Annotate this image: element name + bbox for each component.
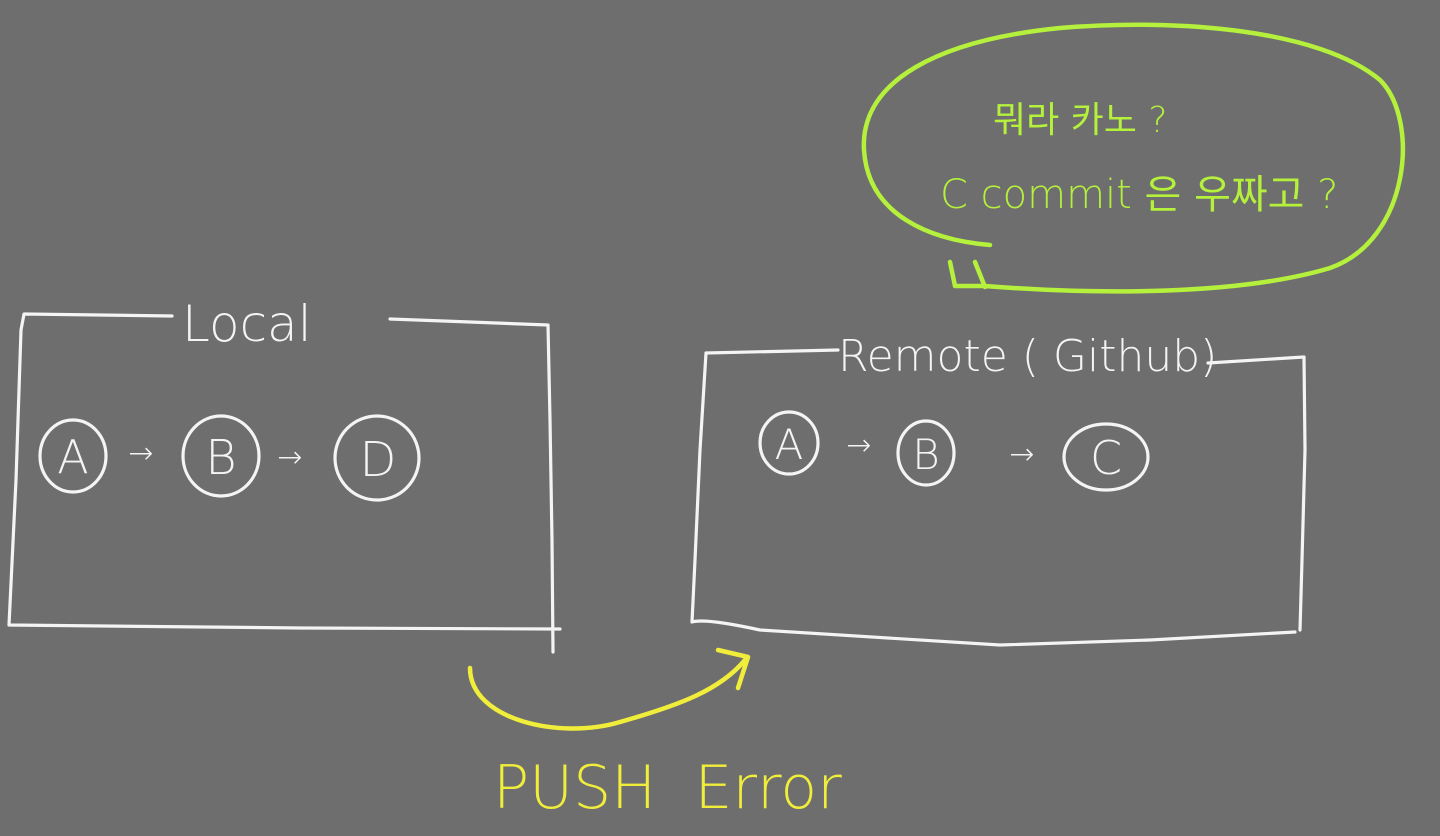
local-commit-b-label: B bbox=[205, 430, 236, 486]
remote-commit-b-label: B bbox=[912, 430, 940, 479]
local-arrow-2: → bbox=[277, 440, 302, 475]
local-commit-a-label: A bbox=[57, 430, 88, 484]
push-error-label: PUSH Error bbox=[493, 753, 842, 823]
local-commit-b: B bbox=[181, 414, 261, 498]
remote-commit-c: C bbox=[1062, 422, 1150, 492]
speech-bubble-line-1: 뭐라 카노 ? bbox=[993, 100, 1167, 141]
remote-commit-a-label: A bbox=[775, 420, 804, 469]
remote-commit-a: A bbox=[758, 410, 820, 476]
local-arrow-1: → bbox=[128, 436, 153, 471]
local-commit-a: A bbox=[38, 418, 108, 494]
local-box-outline bbox=[7, 312, 562, 654]
remote-commit-c-label: C bbox=[1090, 431, 1122, 485]
push-arrow-head bbox=[715, 647, 751, 691]
remote-box-outline bbox=[690, 348, 1307, 647]
remote-label: Remote ( Github) bbox=[838, 331, 1217, 382]
speech-bubble: 뭐라 카노 ? C commit 은 우짜고 ? bbox=[861, 22, 1406, 294]
remote-commit-b: B bbox=[896, 419, 956, 487]
speech-bubble-outline bbox=[861, 22, 1406, 294]
speech-bubble-line-2: C commit 은 우짜고 ? bbox=[940, 172, 1338, 218]
push-arrow bbox=[467, 647, 751, 731]
local-commit-d: D bbox=[333, 414, 421, 502]
remote-arrow-2: → bbox=[1009, 437, 1034, 472]
remote-arrow-1: → bbox=[846, 428, 871, 463]
remote-repository: Remote ( Github) A → B → C bbox=[690, 331, 1307, 647]
local-label: Local bbox=[182, 295, 312, 353]
local-commit-d-label: D bbox=[360, 432, 397, 488]
push-arrow-curve bbox=[467, 657, 748, 731]
local-repository: Local A → B → D bbox=[7, 295, 562, 654]
